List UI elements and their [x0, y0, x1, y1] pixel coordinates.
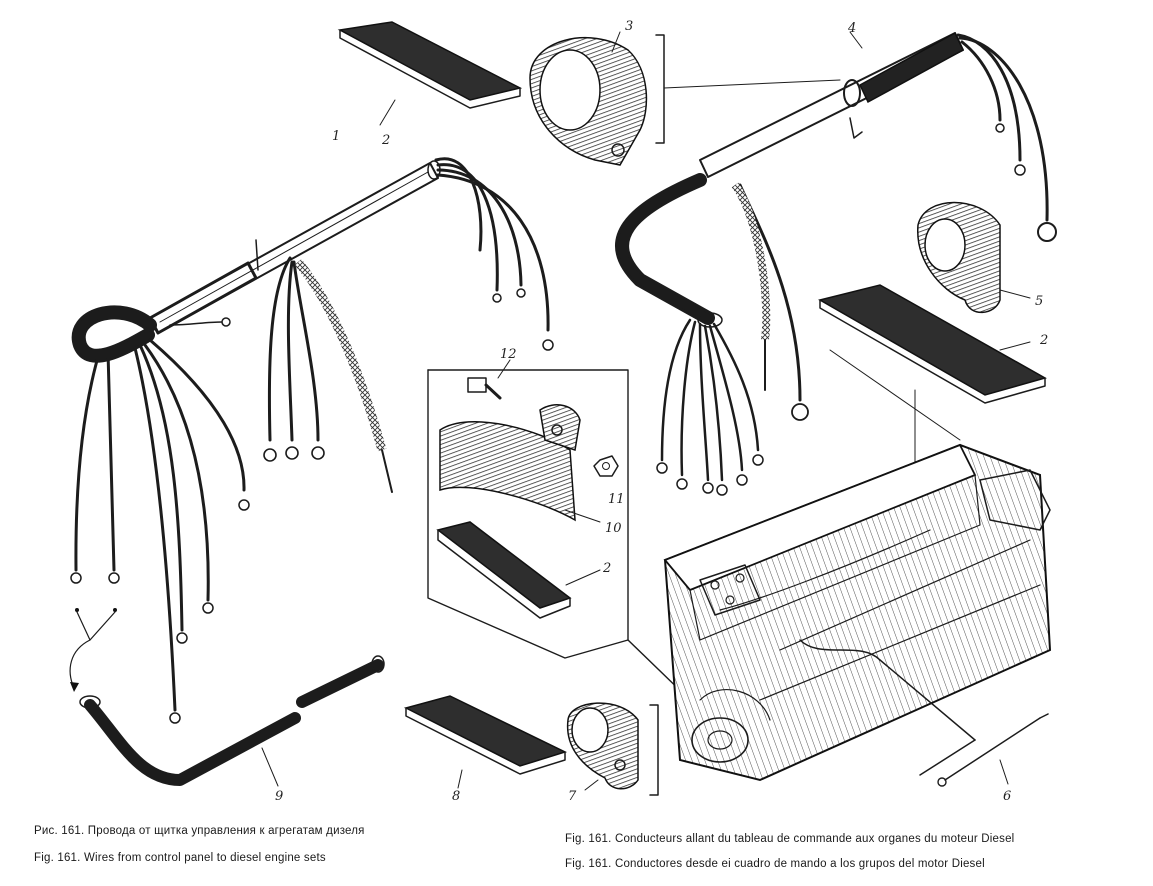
pad-2-right	[818, 284, 1047, 404]
rod-6	[919, 713, 1049, 787]
callout-2-right: 2	[1039, 333, 1048, 348]
detail-box	[427, 359, 691, 701]
caption-russian: Рис. 161. Провода от щитка управления к …	[34, 825, 365, 837]
detail-arrow	[69, 608, 117, 692]
callouts: 1 2 3 4 5 2 12 11 10 2 9 8 7 6	[275, 19, 1048, 804]
callout-7: 7	[568, 789, 577, 804]
callout-2-box: 2	[602, 561, 611, 576]
callout-6: 6	[1003, 789, 1011, 804]
caption-french: Fig. 161. Conducteurs allant du tableau …	[565, 833, 1015, 845]
clamp-5	[917, 201, 1031, 314]
callout-2-top: 2	[381, 133, 390, 148]
callout-8: 8	[452, 789, 460, 804]
caption-english: Fig. 161. Wires from control panel to di…	[34, 852, 326, 864]
clamp-3	[529, 31, 648, 166]
callout-4: 4	[847, 21, 856, 36]
callout-5: 5	[1035, 294, 1043, 309]
pad-2-top	[337, 21, 523, 126]
harness-4	[615, 31, 1057, 496]
callout-12: 12	[500, 347, 517, 362]
sleeve-9	[79, 655, 385, 787]
callout-10: 10	[605, 521, 622, 536]
callout-11: 11	[608, 492, 625, 507]
callout-3: 3	[625, 19, 633, 34]
figure-captions: Рис. 161. Провода от щитка управления к …	[0, 820, 1153, 886]
caption-spanish: Fig. 161. Conductores desde ei cuadro de…	[565, 858, 985, 870]
pad-8	[403, 695, 568, 789]
clamp-7	[566, 702, 659, 796]
callout-9: 9	[275, 789, 283, 804]
harness-1	[70, 157, 554, 724]
diesel-engine	[663, 443, 1052, 782]
callout-1: 1	[332, 129, 340, 144]
